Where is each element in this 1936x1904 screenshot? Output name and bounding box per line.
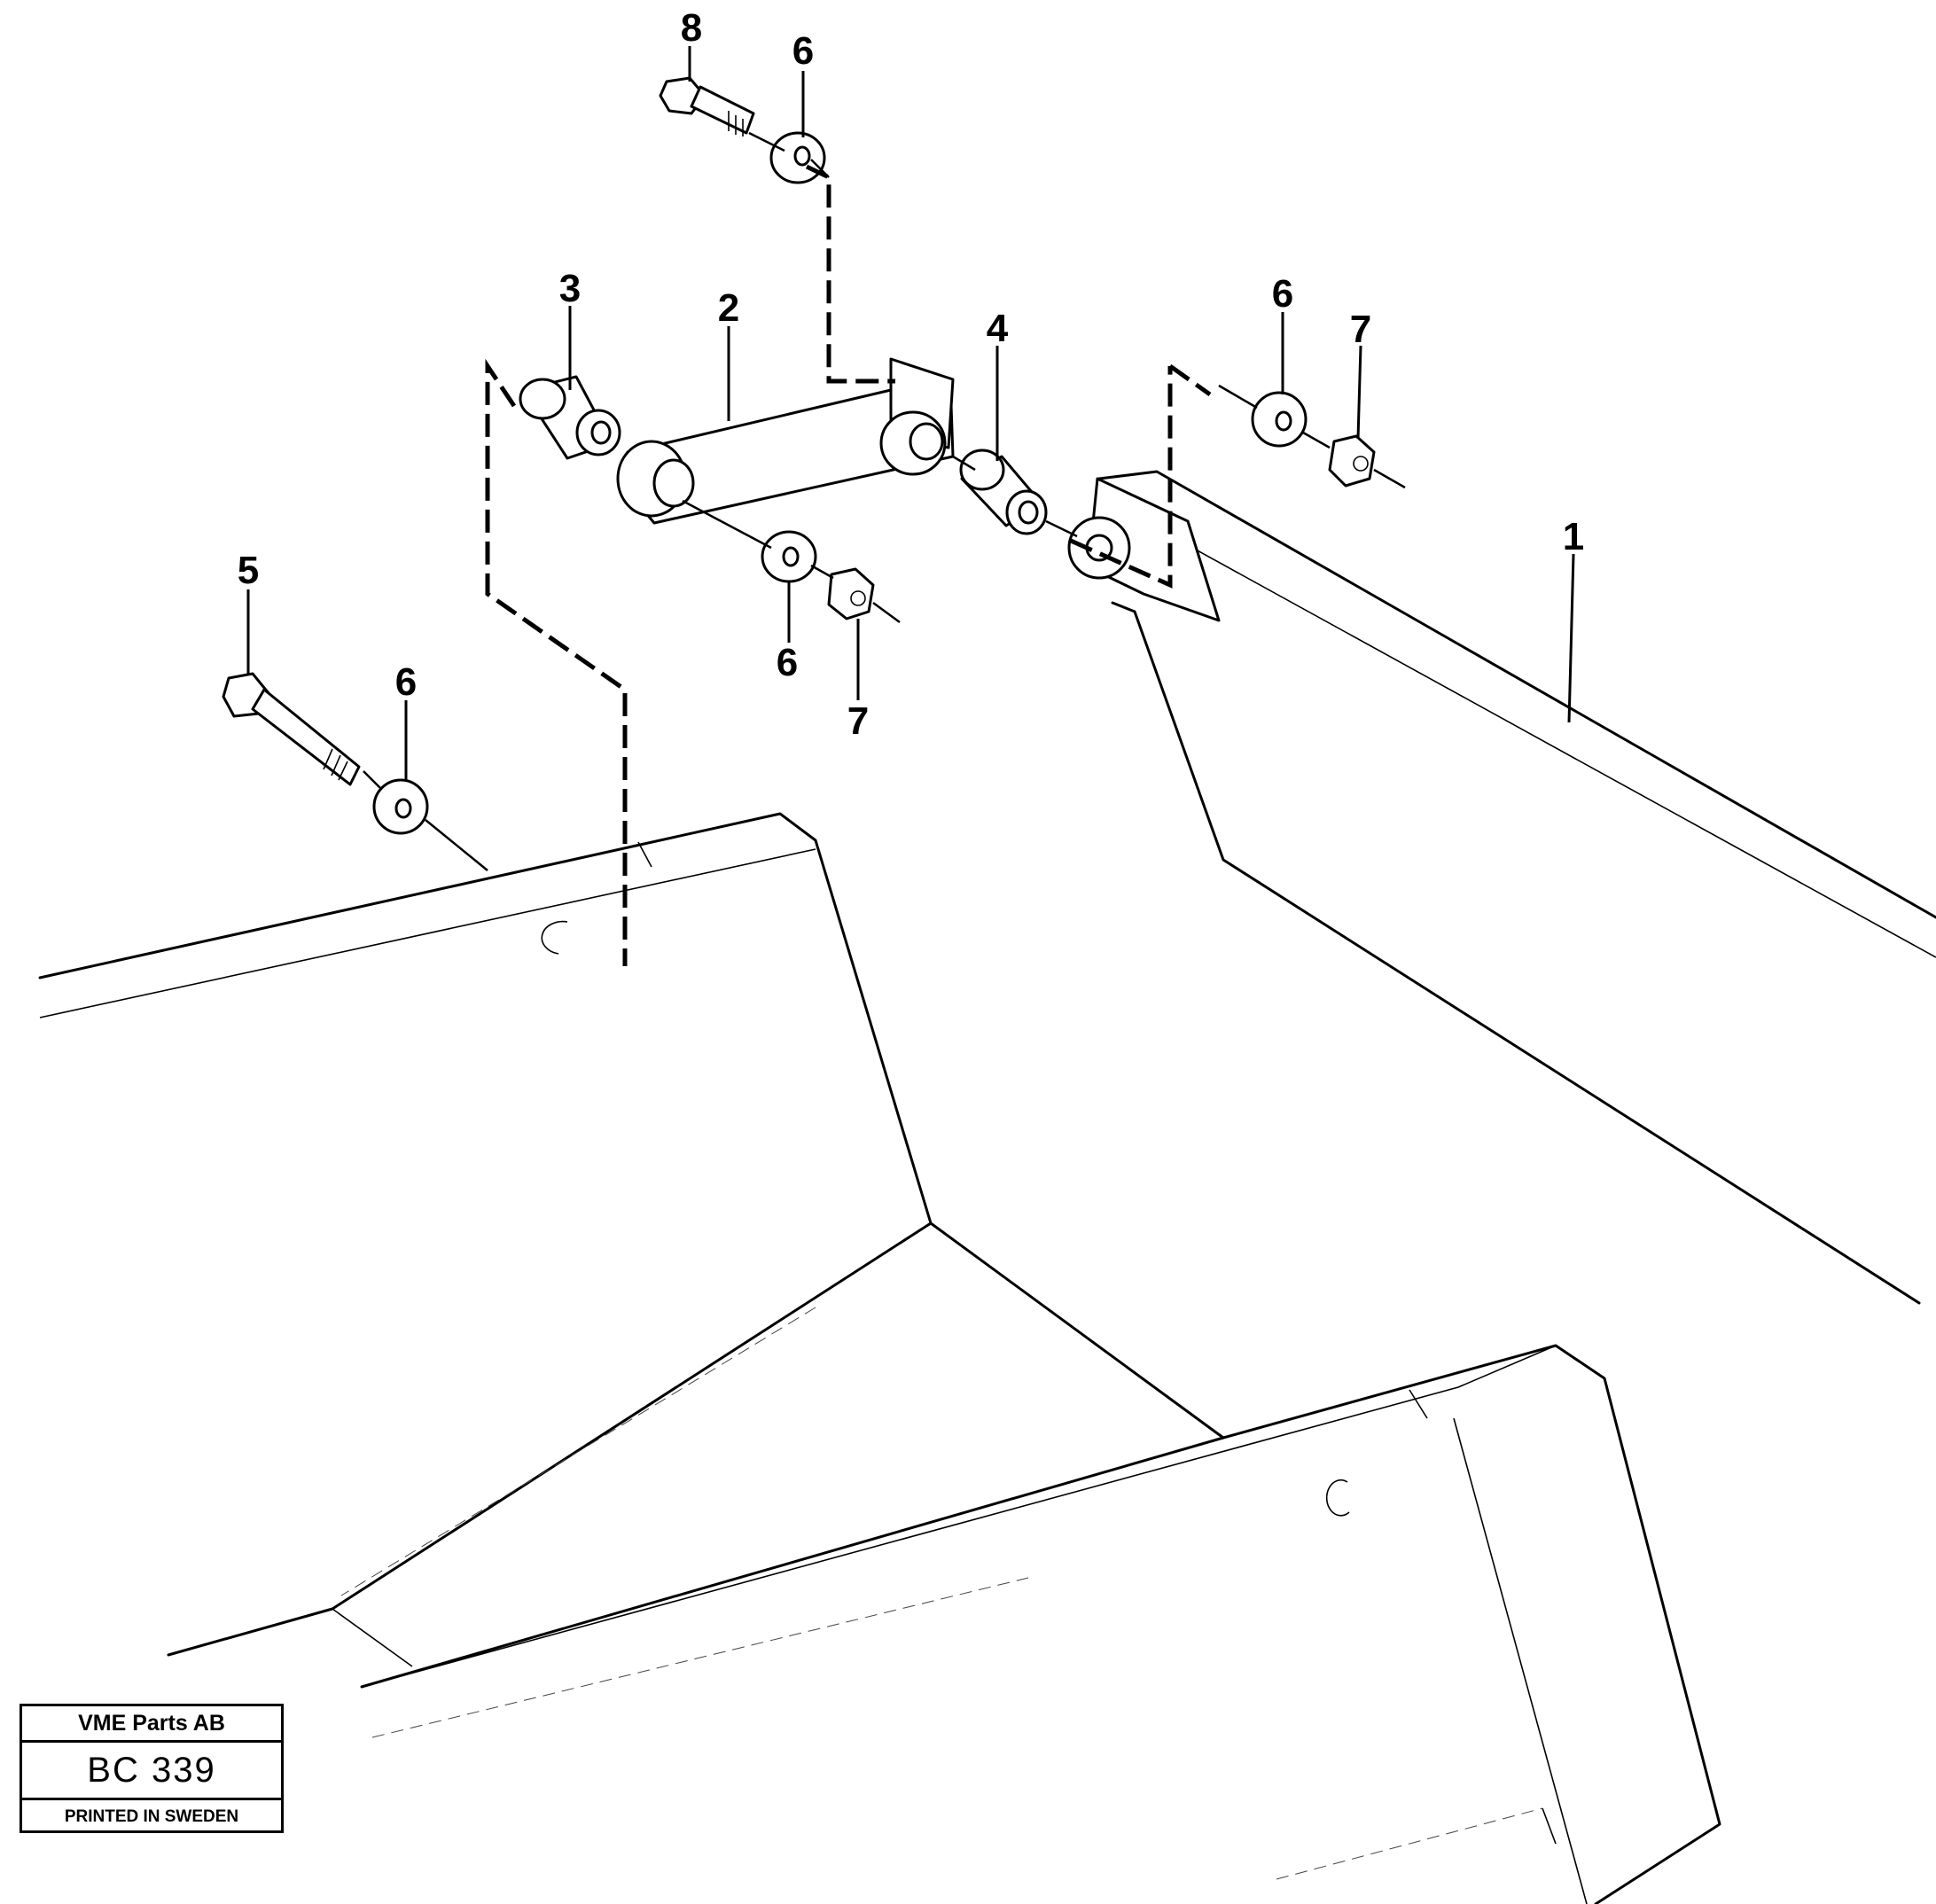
assembly-dashed-lines bbox=[485, 164, 1212, 966]
callout-6-lower: 6 bbox=[395, 660, 417, 704]
nut-7-right bbox=[1328, 434, 1376, 488]
part-4-bushing bbox=[959, 449, 1048, 535]
callout-1: 1 bbox=[1563, 515, 1584, 558]
callout-6-mid: 6 bbox=[777, 641, 798, 684]
callout-6-right: 6 bbox=[1272, 272, 1293, 316]
callout-3: 3 bbox=[559, 267, 581, 310]
callout-6-top: 6 bbox=[792, 29, 814, 73]
callout-4: 4 bbox=[987, 307, 1009, 350]
callout-labels: 8 6 3 2 4 6 7 1 5 6 6 7 bbox=[238, 6, 1584, 743]
callout-8: 8 bbox=[681, 6, 702, 50]
washer-6-mid bbox=[761, 530, 817, 583]
company-name: VME Parts AB bbox=[22, 1706, 281, 1743]
part-5-bolt bbox=[222, 672, 361, 786]
part-3-bushing bbox=[519, 375, 621, 460]
callout-2: 2 bbox=[718, 286, 739, 330]
part-1-bracket-bar bbox=[1067, 470, 1936, 1305]
part-2-link-arm bbox=[616, 357, 955, 525]
washer-6-top bbox=[769, 131, 826, 184]
printed-note: PRINTED IN SWEDEN bbox=[64, 1806, 239, 1826]
washer-6-lower bbox=[372, 778, 429, 835]
drawing-code: BC 339 bbox=[22, 1743, 281, 1800]
part-8-bolt bbox=[659, 76, 755, 137]
title-block: VME Parts AB BC 339 PRINTED IN SWEDEN bbox=[20, 1704, 284, 1833]
callout-5: 5 bbox=[238, 549, 259, 592]
callout-7-right: 7 bbox=[1350, 308, 1371, 351]
washer-6-right bbox=[1251, 391, 1308, 448]
assembly-axes bbox=[363, 131, 1406, 871]
callout-7-mid: 7 bbox=[847, 699, 869, 743]
body-frame bbox=[38, 812, 1721, 1904]
callout-leaders bbox=[246, 46, 1575, 780]
nut-7-mid bbox=[827, 567, 875, 620]
